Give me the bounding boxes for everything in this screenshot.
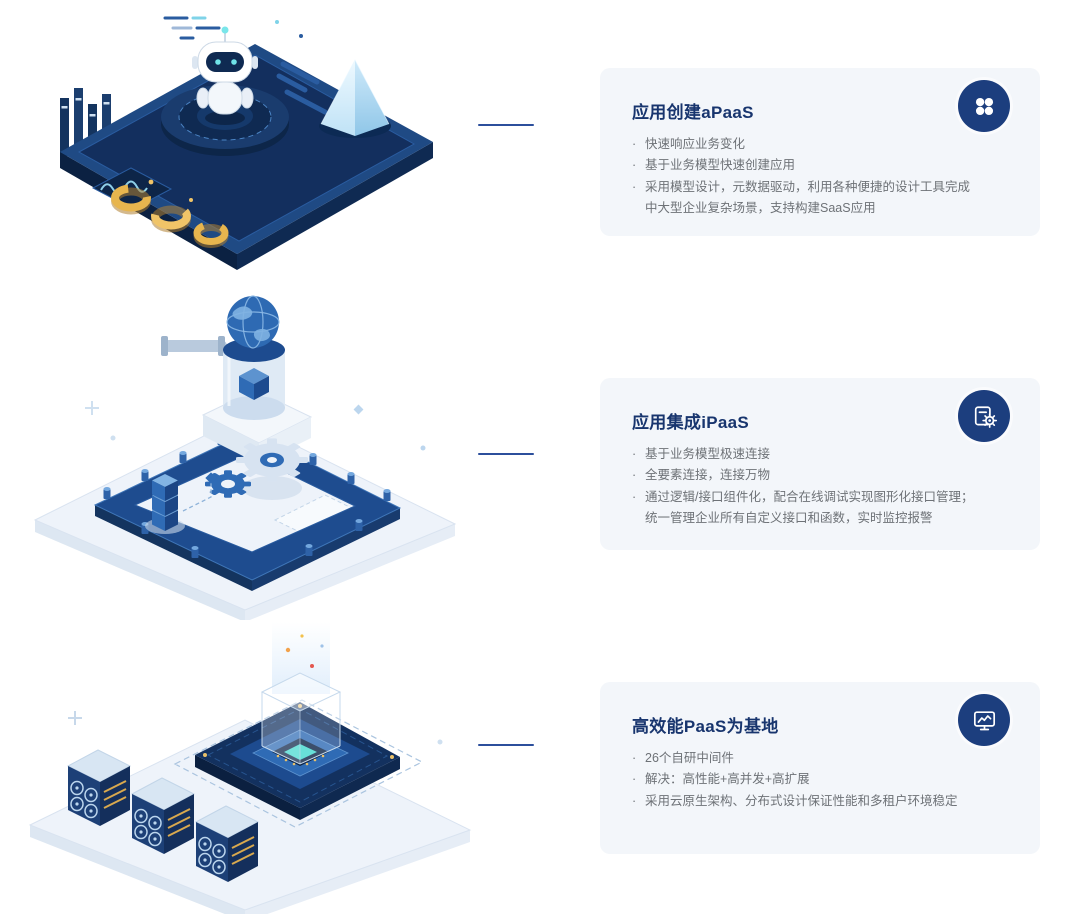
bullet-marker: · bbox=[632, 793, 637, 808]
integration-platform-illustration bbox=[25, 288, 475, 620]
bullet-text: 快速响应业务变化 bbox=[645, 137, 746, 151]
bullet-text: 基于业务模型快速创建应用 bbox=[645, 158, 796, 173]
integration-machine bbox=[161, 295, 313, 464]
connector-line bbox=[478, 744, 534, 746]
apaas-badge bbox=[958, 80, 1010, 132]
server-unit bbox=[194, 805, 260, 882]
connector-line bbox=[478, 453, 534, 455]
donut-charts bbox=[111, 179, 229, 248]
bullet-item: · 全要素连接，连接万物 bbox=[632, 465, 978, 486]
equalizer-bars bbox=[60, 88, 111, 156]
document-gear-icon bbox=[974, 405, 997, 428]
cpu-platform bbox=[195, 672, 400, 820]
apps-grid-icon bbox=[975, 97, 993, 115]
glass-case bbox=[260, 672, 342, 765]
bullet-item: · 基于业务模型快速创建应用 bbox=[632, 155, 978, 176]
report-dashes bbox=[276, 61, 328, 115]
bullet-marker: · bbox=[632, 489, 637, 504]
integration-scene bbox=[33, 295, 457, 620]
bullet-marker: · bbox=[632, 772, 637, 787]
card-title: 应用集成iPaaS bbox=[632, 413, 750, 432]
bullet-marker: · bbox=[632, 447, 637, 461]
robot-dashboard-scene bbox=[60, 16, 433, 270]
bullet-text: 通过逻辑/接口组件化，配合在线调试实现图形化接口管理；统一管理企业所有自定义接口… bbox=[645, 489, 974, 525]
bullet-text: 采用云原生架构、分布式设计保证性能和多租户环境稳定 bbox=[645, 793, 958, 808]
bullet-text: 基于业务模型极速连接 bbox=[645, 447, 771, 461]
glass-pyramid bbox=[319, 59, 391, 138]
dashboard-platform bbox=[60, 44, 433, 270]
code-dashes bbox=[163, 16, 303, 40]
monitor-chart-icon bbox=[973, 710, 995, 730]
bullet-item: · 解决：高性能+高并发+高扩展 bbox=[632, 769, 978, 790]
bullet-item: · 26个自研中间件 bbox=[632, 748, 978, 769]
ipaas-badge bbox=[958, 390, 1010, 442]
bullet-item: · 采用模型设计，元数据驱动，利用各种便捷的设计工具完成中大型企业复杂场景，支持… bbox=[632, 177, 978, 220]
bullet-list: · 快速响应业务变化 · 基于业务模型快速创建应用 · 采用模型设计，元数据驱动… bbox=[632, 134, 978, 219]
server-unit bbox=[130, 777, 196, 854]
globe bbox=[226, 295, 280, 349]
dashed-route bbox=[173, 699, 424, 828]
glass-base bbox=[33, 417, 457, 620]
gears bbox=[205, 438, 308, 500]
bullet-item: · 基于业务模型极速连接 bbox=[632, 444, 978, 465]
bullet-marker: · bbox=[632, 468, 637, 483]
track-ring bbox=[93, 431, 402, 591]
bullet-marker: · bbox=[632, 158, 637, 173]
bullet-list: · 26个自研中间件 · 解决：高性能+高并发+高扩展 · 采用云原生架构、分布… bbox=[632, 748, 978, 812]
datacenter-chip-illustration bbox=[10, 622, 480, 914]
bullet-text: 全要素连接，连接万物 bbox=[645, 468, 771, 483]
bullet-marker: · bbox=[632, 179, 637, 194]
bullet-text: 26个自研中间件 bbox=[645, 751, 734, 765]
bullet-list: · 基于业务模型极速连接 · 全要素连接，连接万物 · 通过逻辑/接口组件化，配… bbox=[632, 444, 978, 529]
robot-dashboard-illustration bbox=[15, 2, 470, 288]
card-title: 高效能PaaS为基地 bbox=[632, 717, 779, 736]
feature-card-ipaas: 应用集成iPaaS · 基于业务模型极速连接 · 全要素连接，连接万物 · 通过… bbox=[600, 378, 1040, 550]
server-unit bbox=[66, 749, 132, 826]
robot bbox=[192, 26, 258, 125]
connector-line bbox=[478, 124, 534, 126]
plus-decor bbox=[68, 711, 443, 745]
bullet-marker: · bbox=[632, 137, 637, 151]
feature-card-paas-base: 高效能PaaS为基地 · 26个自研中间件 · 解决：高性能+高并发+高扩展 ·… bbox=[600, 682, 1040, 854]
card-title: 应用创建aPaaS bbox=[632, 103, 754, 122]
feature-card-apaas: 应用创建aPaaS · 快速响应业务变化 · 基于业务模型快速创建应用 · 采用… bbox=[600, 68, 1040, 236]
bullet-item: · 采用云原生架构、分布式设计保证性能和多租户环境稳定 bbox=[632, 791, 978, 812]
bullet-marker: · bbox=[632, 751, 637, 765]
paas-base-badge bbox=[958, 694, 1010, 746]
bullet-text: 解决：高性能+高并发+高扩展 bbox=[645, 772, 810, 787]
bullet-item: · 通过逻辑/接口组件化，配合在线调试实现图形化接口管理；统一管理企业所有自定义… bbox=[632, 487, 978, 530]
datacenter-scene bbox=[28, 622, 472, 914]
bullet-item: · 快速响应业务变化 bbox=[632, 134, 978, 155]
glass-base bbox=[28, 719, 472, 914]
bullet-text: 采用模型设计，元数据驱动，利用各种便捷的设计工具完成中大型企业复杂场景，支持构建… bbox=[645, 179, 971, 215]
cube-stack bbox=[145, 472, 217, 534]
